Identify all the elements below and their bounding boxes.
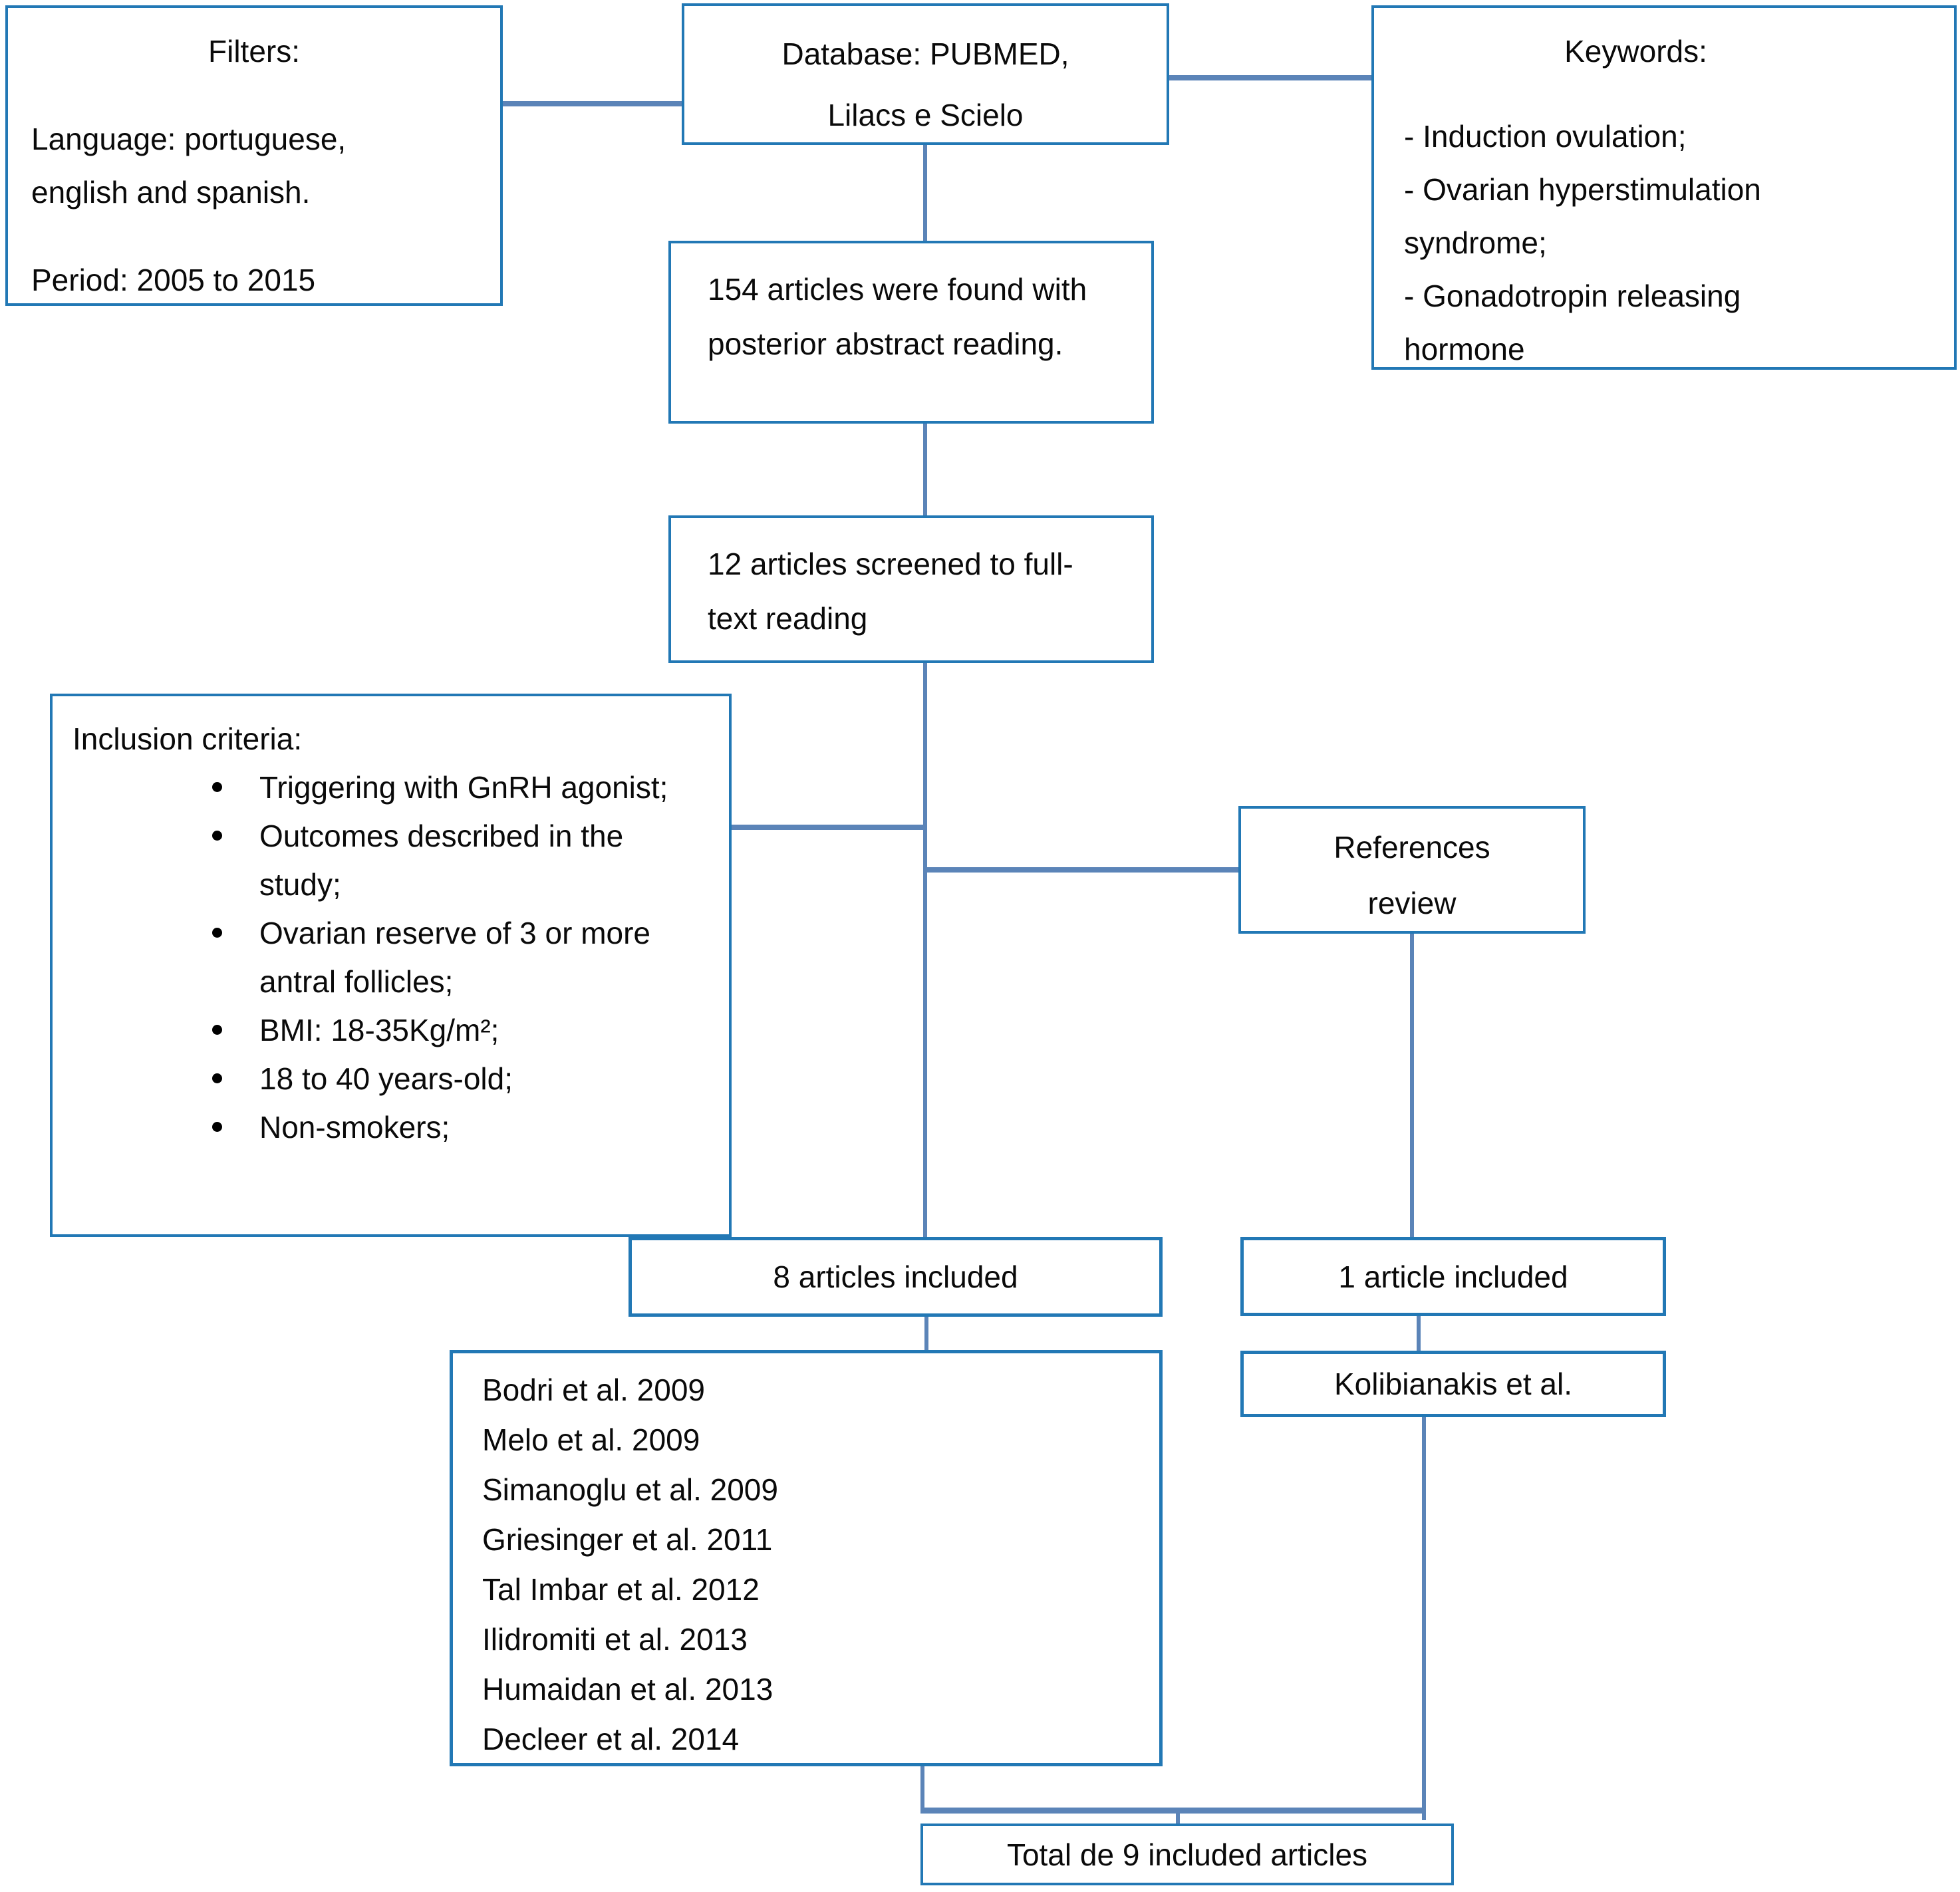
connector-spine-references	[924, 867, 1240, 873]
keywords-box: Keywords: - Induction ovulation; - Ovari…	[1371, 5, 1957, 370]
included-articles-box: 8 articles included	[629, 1237, 1163, 1317]
spine-found-screened	[923, 422, 927, 517]
inclusion-bullet: BMI: 18-35Kg/m²;	[212, 1006, 729, 1055]
articles-list-box: Bodri et al. 2009 Melo et al. 2009 Siman…	[450, 1350, 1163, 1766]
bullet-dot-icon	[212, 831, 222, 841]
included-article-ref-box: 1 article included	[1240, 1237, 1666, 1316]
filters-period-line: Period: 2005 to 2015	[31, 263, 316, 297]
stub-total	[1176, 1813, 1180, 1825]
line-references-down	[1410, 932, 1414, 1238]
article-list-item: Melo et al. 2009	[482, 1422, 700, 1457]
inclusion-bullet-text: BMI: 18-35Kg/m²;	[259, 1013, 499, 1047]
bullet-dot-icon	[212, 1025, 222, 1035]
included-article-ref-text: 1 article included	[1338, 1259, 1568, 1294]
inclusion-bullet-text: Non-smokers;	[259, 1110, 450, 1145]
bullet-dot-icon	[212, 782, 222, 792]
article-list-item: Griesinger et al. 2011	[482, 1522, 773, 1557]
references-review-box: References review	[1238, 806, 1586, 934]
bullet-dot-icon	[212, 928, 222, 938]
references-line-2: review	[1367, 886, 1457, 920]
keywords-title: Keywords:	[1564, 34, 1707, 68]
inclusion-bullet-text: Outcomes described in the study;	[259, 819, 624, 902]
total-box: Total de 9 included articles	[920, 1824, 1454, 1885]
connector-bottom-horizontal	[920, 1808, 1426, 1814]
keyword-item: - Gonadotropin releasing hormone	[1404, 279, 1741, 366]
filters-language-line-2: english and spanish.	[31, 175, 311, 209]
bullet-dot-icon	[212, 1122, 222, 1132]
article-list-item: Decleer et al. 2014	[482, 1722, 740, 1756]
line-included-main-down	[924, 1315, 928, 1351]
article-list-item: Humaidan et al. 2013	[482, 1672, 773, 1706]
inclusion-criteria-title: Inclusion criteria:	[72, 722, 303, 756]
line-included-ref-down	[1417, 1315, 1421, 1352]
keyword-item: - Ovarian hyperstimulation syndrome;	[1404, 172, 1761, 260]
keyword-item: - Induction ovulation;	[1404, 119, 1687, 154]
connector-filters-database	[503, 101, 682, 106]
inclusion-bullet-text: Ovarian reserve of 3 or more antral foll…	[259, 916, 651, 999]
spine-database-found	[923, 144, 927, 242]
references-line-1: References	[1333, 830, 1490, 865]
filters-language-line-1: Language: portuguese,	[31, 122, 347, 156]
database-box: Database: PUBMED, Lilacs e Scielo	[682, 3, 1169, 145]
bullet-dot-icon	[212, 1073, 222, 1083]
found-articles-text: 154 articles were found with posterior a…	[708, 272, 1087, 361]
total-text: Total de 9 included articles	[1006, 1837, 1368, 1872]
found-articles-box: 154 articles were found with posterior a…	[668, 241, 1154, 424]
line-articles-down	[920, 1765, 924, 1810]
kolibianakis-text: Kolibianakis et al.	[1334, 1367, 1572, 1401]
inclusion-bullet: Non-smokers;	[212, 1103, 729, 1152]
inclusion-bullet-text: 18 to 40 years-old;	[259, 1061, 513, 1096]
database-line-1: Database: PUBMED,	[781, 37, 1069, 71]
inclusion-bullet: Triggering with GnRH agonist;	[212, 763, 729, 812]
screened-articles-box: 12 articles screened to full-text readin…	[668, 515, 1154, 663]
connector-inclusion-spine	[730, 825, 926, 830]
filters-box: Filters: Language: portuguese, english a…	[5, 5, 503, 306]
article-list-item: Bodri et al. 2009	[482, 1373, 706, 1407]
article-list-item: Ilidromiti et al. 2013	[482, 1622, 748, 1657]
inclusion-criteria-box: Inclusion criteria: Triggering with GnRH…	[50, 694, 732, 1237]
inclusion-bullet: Ovarian reserve of 3 or more antral foll…	[212, 909, 729, 1006]
included-articles-text: 8 articles included	[773, 1260, 1018, 1294]
article-list-item: Simanoglu et al. 2009	[482, 1472, 778, 1507]
connector-database-keywords	[1169, 75, 1371, 80]
article-list-item: Tal Imbar et al. 2012	[482, 1572, 760, 1607]
screened-articles-text: 12 articles screened to full-text readin…	[708, 547, 1073, 636]
spine-screened-included	[923, 662, 927, 1238]
filters-title: Filters:	[208, 34, 300, 68]
database-line-2: Lilacs e Scielo	[827, 98, 1024, 132]
line-kolibianakis-down	[1422, 1416, 1426, 1820]
kolibianakis-box: Kolibianakis et al.	[1240, 1351, 1666, 1417]
inclusion-bullet: 18 to 40 years-old;	[212, 1055, 729, 1103]
inclusion-bullet: Outcomes described in the study;	[212, 812, 729, 909]
inclusion-bullet-text: Triggering with GnRH agonist;	[259, 770, 668, 805]
